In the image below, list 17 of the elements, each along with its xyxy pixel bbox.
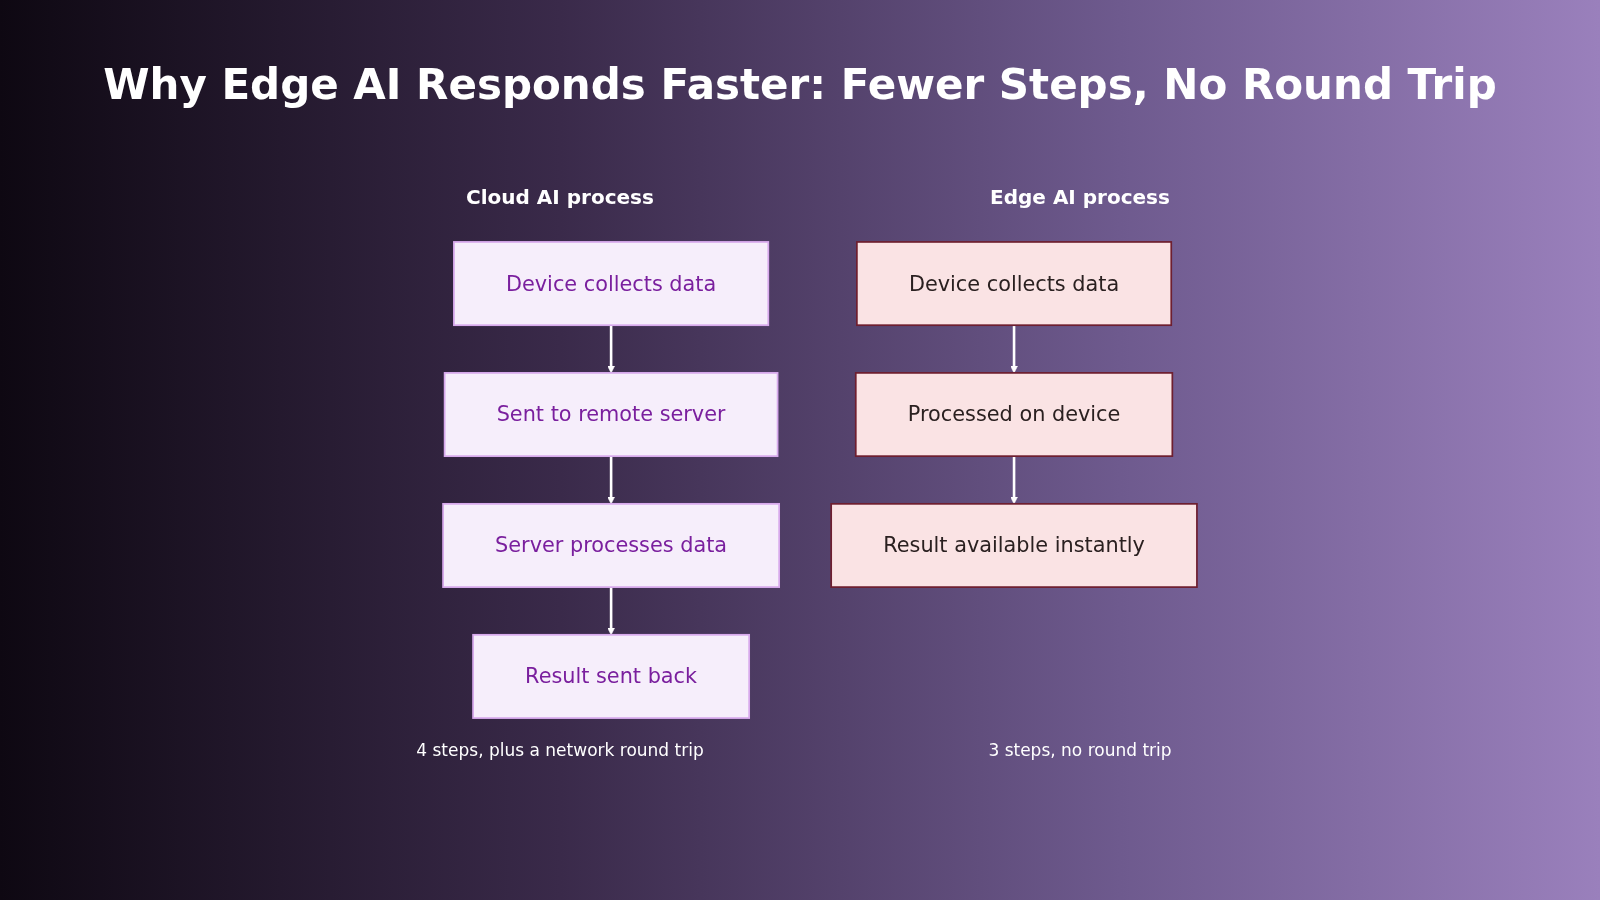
column-heading: Edge AI process — [989, 185, 1171, 209]
node-box: Sent to remote server — [443, 372, 779, 457]
node-box: Device collects data — [856, 241, 1173, 327]
node-box: Result available instantly — [830, 503, 1198, 588]
arrow — [607, 325, 615, 374]
arrow — [1010, 325, 1018, 374]
arrow — [1010, 456, 1018, 505]
node-box: Processed on device — [854, 372, 1174, 457]
arrow — [607, 456, 615, 505]
column-caption: 4 steps, plus a network round trip — [415, 740, 705, 760]
node-box: Result sent back — [472, 633, 750, 719]
node-box: Device collects data — [453, 241, 770, 327]
arrow — [607, 587, 615, 636]
node-box: Server processes data — [442, 503, 780, 588]
column-heading: Cloud AI process — [465, 185, 655, 209]
diagram-title: Why Edge AI Responds Faster: Fewer Steps, No Round Trip — [102, 60, 1498, 109]
column-caption: 3 steps, no round trip — [987, 740, 1173, 760]
